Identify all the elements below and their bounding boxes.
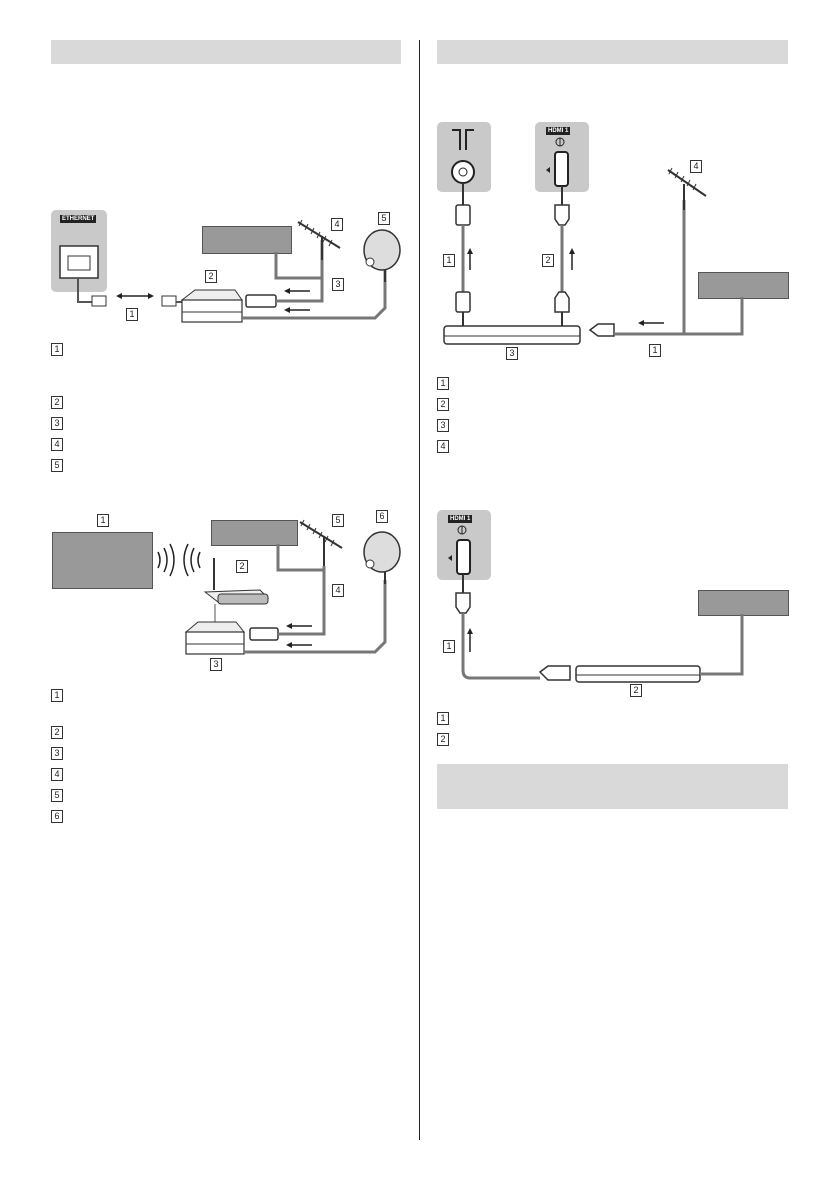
callout-2: 2: [630, 684, 642, 697]
column-divider: [419, 40, 420, 1140]
right-bottom-bar: [437, 764, 788, 809]
callout-2: 2: [205, 270, 217, 283]
left-header-bar: [51, 40, 401, 64]
legend-item-1: 1: [437, 377, 449, 390]
callout-3: 3: [210, 658, 222, 671]
legend-item-4: 4: [437, 440, 449, 453]
legend-item-1: 1: [51, 689, 63, 702]
legend-item-2: 2: [437, 733, 449, 746]
hdmi1-label: HDMI 1: [546, 127, 571, 135]
tv-unit-box-3: [698, 272, 789, 299]
legend-item-5: 5: [51, 459, 63, 472]
tv-unit-box-4: [698, 590, 789, 616]
callout-4: 4: [331, 218, 343, 231]
tv-unit-box: [202, 226, 292, 254]
tv-screen: [52, 532, 153, 589]
legend-item-3: 3: [51, 417, 63, 430]
callout-2: 2: [236, 560, 248, 573]
legend-item-3: 3: [51, 747, 63, 760]
callout-4: 4: [690, 160, 702, 173]
callout-1: 1: [443, 640, 455, 653]
callout-5: 5: [332, 514, 344, 527]
callout-5: 5: [378, 212, 390, 225]
legend-item-6: 6: [51, 810, 63, 823]
callout-4: 4: [332, 584, 344, 597]
right-header-bar: [437, 40, 788, 64]
legend-item-2: 2: [437, 398, 449, 411]
legend-item-2: 2: [51, 396, 63, 409]
callout-1: 1: [97, 514, 109, 527]
legend-item-1: 1: [51, 343, 63, 356]
callout-3: 3: [506, 347, 518, 360]
tv-unit-box-2: [211, 520, 298, 546]
callout-1: 1: [443, 254, 455, 267]
ethernet-label: ETHERNET: [60, 215, 97, 223]
legend-item-1: 1: [437, 712, 449, 725]
legend-item-4: 4: [51, 438, 63, 451]
legend-item-4: 4: [51, 768, 63, 781]
callout-2: 2: [542, 254, 554, 267]
callout-1b: 1: [649, 344, 661, 357]
callout-1: 1: [126, 308, 138, 321]
hdmi1-label-2: HDMI 1: [448, 515, 473, 523]
legend-item-3: 3: [437, 419, 449, 432]
callout-3: 3: [332, 278, 344, 291]
legend-item-5: 5: [51, 789, 63, 802]
legend-item-2: 2: [51, 726, 63, 739]
callout-6: 6: [376, 510, 388, 523]
